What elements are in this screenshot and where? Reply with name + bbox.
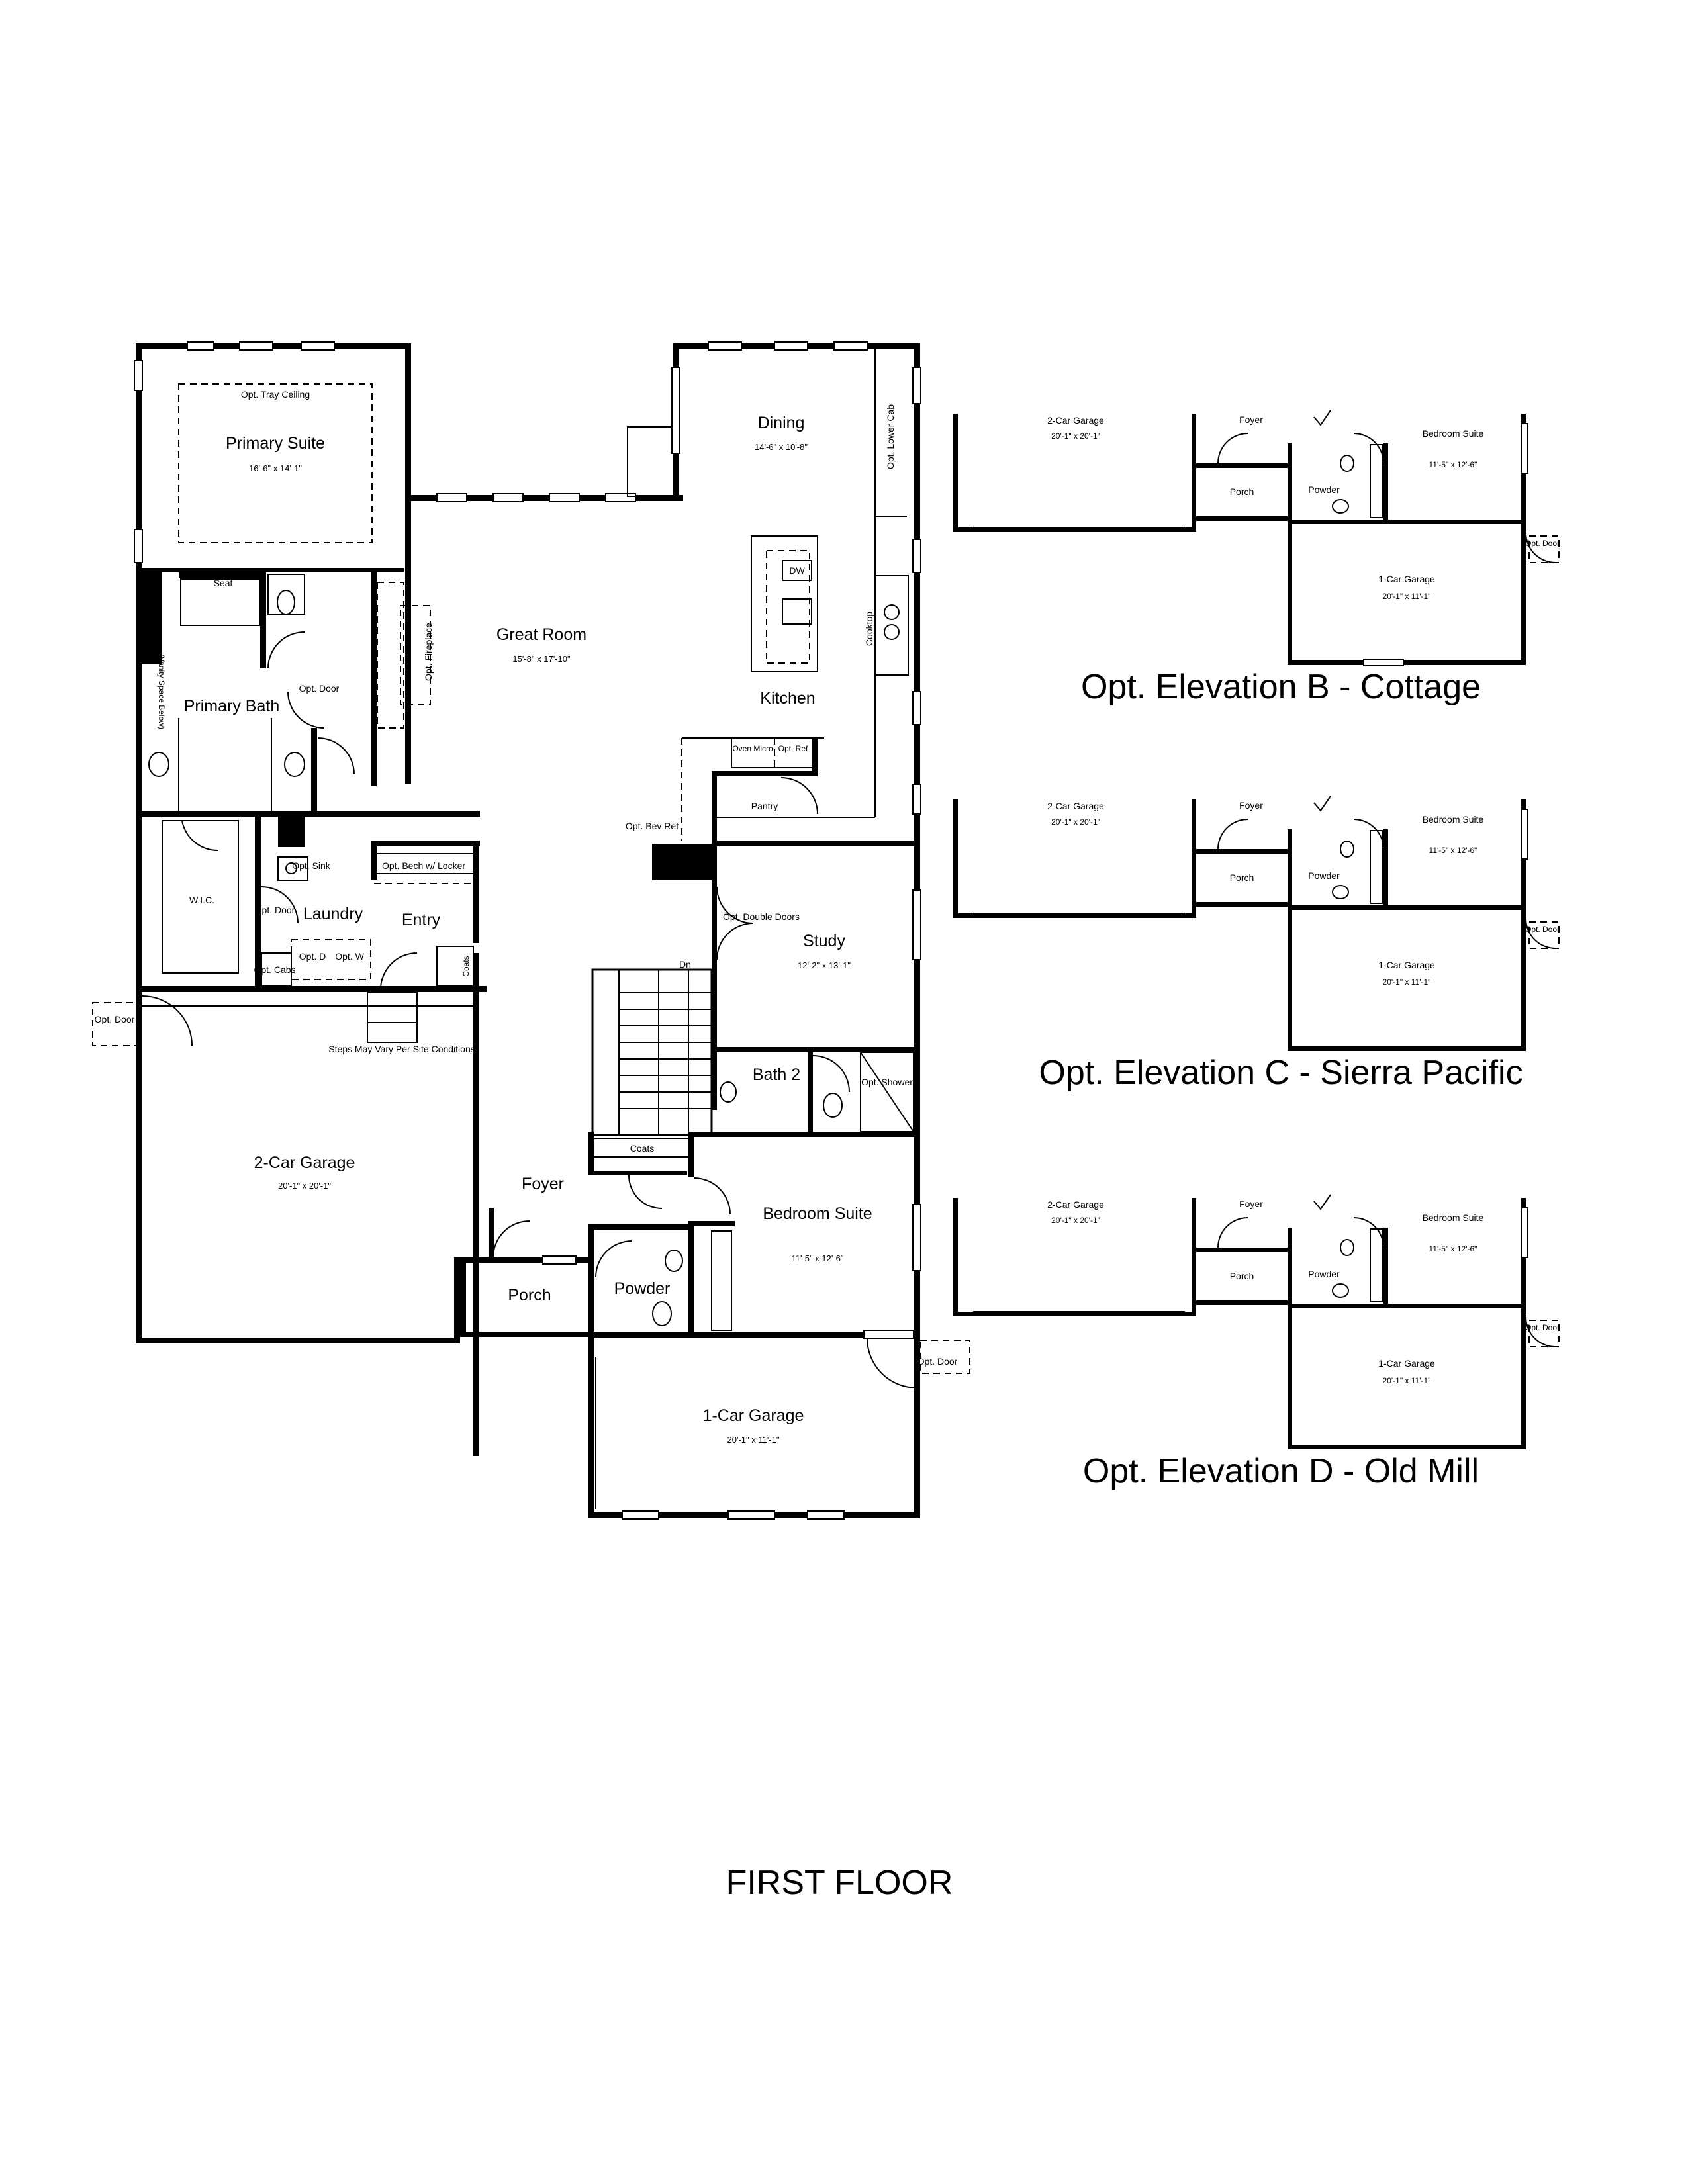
porch-label: Porch	[508, 1286, 551, 1304]
opt-bench-label: Opt. Bech w/ Locker	[382, 860, 465, 871]
seat-label: Seat	[214, 578, 233, 588]
kitchen-label: Kitchen	[760, 689, 815, 707]
elev-c-bedroom: Bedroom Suite	[1423, 814, 1484, 825]
elev-d-garage1: 1-Car Garage	[1378, 1358, 1435, 1369]
primary-suite-dim: 16'-6" x 14'-1"	[249, 463, 302, 473]
opt-lower-cab-label: Opt. Lower Cab	[885, 404, 896, 469]
elev-b-foyer: Foyer	[1239, 414, 1263, 425]
elev-d-porch: Porch	[1230, 1271, 1254, 1281]
elev-b-garage2: 2-Car Garage	[1047, 415, 1104, 426]
garage1-dim: 20'-1" x 11'-1"	[727, 1435, 780, 1445]
pantry-label: Pantry	[751, 801, 778, 811]
elev-d-powder: Powder	[1308, 1269, 1340, 1279]
dw-label: DW	[789, 565, 805, 576]
primary-bath-label: Primary Bath	[184, 697, 279, 715]
study-doors-label: Opt. Double Doors	[723, 911, 800, 922]
tray-ceiling-outline	[178, 383, 373, 543]
garage1-label: 1-Car Garage	[703, 1406, 804, 1425]
opt-door-laundry-label: Opt. Door	[255, 905, 295, 915]
opt-bev-ref-label: Opt. Bev Ref	[626, 821, 679, 831]
study-dim: 12'-2" x 13'-1"	[798, 960, 851, 970]
wic-label: W.I.C.	[189, 895, 214, 905]
elevation-c: 2-Car Garage 20'-1" x 20'-1" Foyer Porch…	[953, 796, 1560, 1092]
page-title: FIRST FLOOR	[726, 1864, 953, 1902]
elev-c-garage1: 1-Car Garage	[1378, 960, 1435, 970]
elev-b-powder: Powder	[1308, 484, 1340, 495]
elev-c-powder: Powder	[1308, 870, 1340, 881]
study-label: Study	[803, 932, 845, 950]
elev-b-garage2-dim: 20'-1" x 20'-1"	[1051, 432, 1100, 441]
opt-d-label: Opt. D	[299, 951, 326, 962]
elev-c-caption: Opt. Elevation C - Sierra Pacific	[1039, 1054, 1523, 1092]
elev-c-garage2: 2-Car Garage	[1047, 801, 1104, 811]
opt-w-label: Opt. W	[335, 951, 364, 962]
elev-b-opt-door: Opt. Door	[1525, 539, 1560, 548]
elev-c-foyer: Foyer	[1239, 800, 1263, 811]
elev-b-porch: Porch	[1230, 486, 1254, 497]
elev-b-garage1: 1-Car Garage	[1378, 574, 1435, 584]
cooktop-label: Cooktop	[864, 612, 874, 646]
entry-label: Entry	[402, 911, 441, 929]
elev-c-porch: Porch	[1230, 872, 1254, 883]
bath2-label: Bath 2	[753, 1066, 800, 1084]
opt-ref-label: Opt. Ref	[778, 744, 808, 753]
elev-c-garage1-dim: 20'-1" x 11'-1"	[1383, 978, 1431, 987]
powder-label: Powder	[614, 1279, 671, 1298]
opt-cabs-label: Opt. Cabs	[254, 964, 295, 975]
elev-c-opt-door: Opt. Door	[1525, 925, 1560, 934]
garage2-label: 2-Car Garage	[254, 1154, 355, 1172]
opt-fireplace-label: Opt. Fireplace	[423, 623, 434, 681]
coats-entry-label: Coats	[461, 956, 471, 976]
opt-door-garage1-label: Opt. Door	[917, 1356, 958, 1367]
dn-label: Dn	[679, 959, 691, 970]
elev-d-caption: Opt. Elevation D - Old Mill	[1083, 1452, 1479, 1490]
bedroom-suite-label: Bedroom Suite	[763, 1205, 872, 1223]
great-room-dim: 15'-8" x 17'-10"	[512, 654, 571, 664]
vanity-label: (Vanity Space Below)	[157, 654, 166, 729]
opt-shower-label: Opt. Shower	[861, 1077, 913, 1087]
stair-treads	[618, 970, 712, 1135]
elev-b-caption: Opt. Elevation B - Cottage	[1081, 668, 1481, 706]
elev-b-bedroom: Bedroom Suite	[1423, 428, 1484, 439]
elevation-b: 2-Car Garage 20'-1" x 20'-1" Foyer Porch…	[953, 410, 1560, 706]
elev-d-bedroom: Bedroom Suite	[1423, 1212, 1484, 1223]
linen-label: Linen	[284, 824, 293, 843]
dining-dim: 14'-6" x 10'-8"	[755, 442, 808, 452]
elev-d-garage2-dim: 20'-1" x 20'-1"	[1051, 1216, 1100, 1225]
elev-d-bedroom-dim: 11'-5" x 12'-6"	[1429, 1244, 1477, 1253]
great-room-label: Great Room	[496, 625, 586, 644]
oven-micro-label: Oven Micro	[732, 744, 773, 753]
elev-c-bedroom-dim: 11'-5" x 12'-6"	[1429, 846, 1477, 855]
kitchen-island	[751, 535, 818, 672]
elev-d-opt-door: Opt. Door	[1525, 1323, 1560, 1332]
laundry-label: Laundry	[303, 905, 363, 923]
main-floor-plan: Opt. Tray Ceiling Primary Suite 16'-6" x…	[92, 341, 970, 1520]
stairs	[591, 968, 713, 1136]
opt-door-bath-label: Opt. Door	[299, 683, 340, 694]
opt-door-garage-label: Opt. Door	[95, 1014, 135, 1024]
primary-suite-label: Primary Suite	[226, 434, 325, 453]
dining-label: Dining	[758, 414, 805, 432]
elev-d-garage2: 2-Car Garage	[1047, 1199, 1104, 1210]
bedroom-suite-dim: 11'-5" x 12'-6"	[792, 1253, 844, 1263]
opt-tray-ceiling-label: Opt. Tray Ceiling	[241, 389, 310, 400]
elev-c-garage2-dim: 20'-1" x 20'-1"	[1051, 817, 1100, 827]
elev-b-bedroom-dim: 11'-5" x 12'-6"	[1429, 460, 1477, 469]
wic-outline	[162, 820, 239, 974]
elev-d-foyer: Foyer	[1239, 1199, 1263, 1209]
elev-d-garage1-dim: 20'-1" x 11'-1"	[1383, 1376, 1431, 1385]
opt-sink-label: Opt. Sink	[292, 860, 331, 871]
garage2-dim: 20'-1" x 20'-1"	[278, 1181, 331, 1191]
coats-foyer-label: Coats	[630, 1143, 655, 1154]
steps-label: Steps May Vary Per Site Conditions	[328, 1044, 475, 1054]
bev-ref-block	[652, 844, 715, 880]
elev-b-garage1-dim: 20'-1" x 11'-1"	[1383, 592, 1431, 601]
foyer-label: Foyer	[522, 1175, 564, 1193]
elevation-d: 2-Car Garage 20'-1" x 20'-1" Foyer Porch…	[953, 1194, 1560, 1490]
